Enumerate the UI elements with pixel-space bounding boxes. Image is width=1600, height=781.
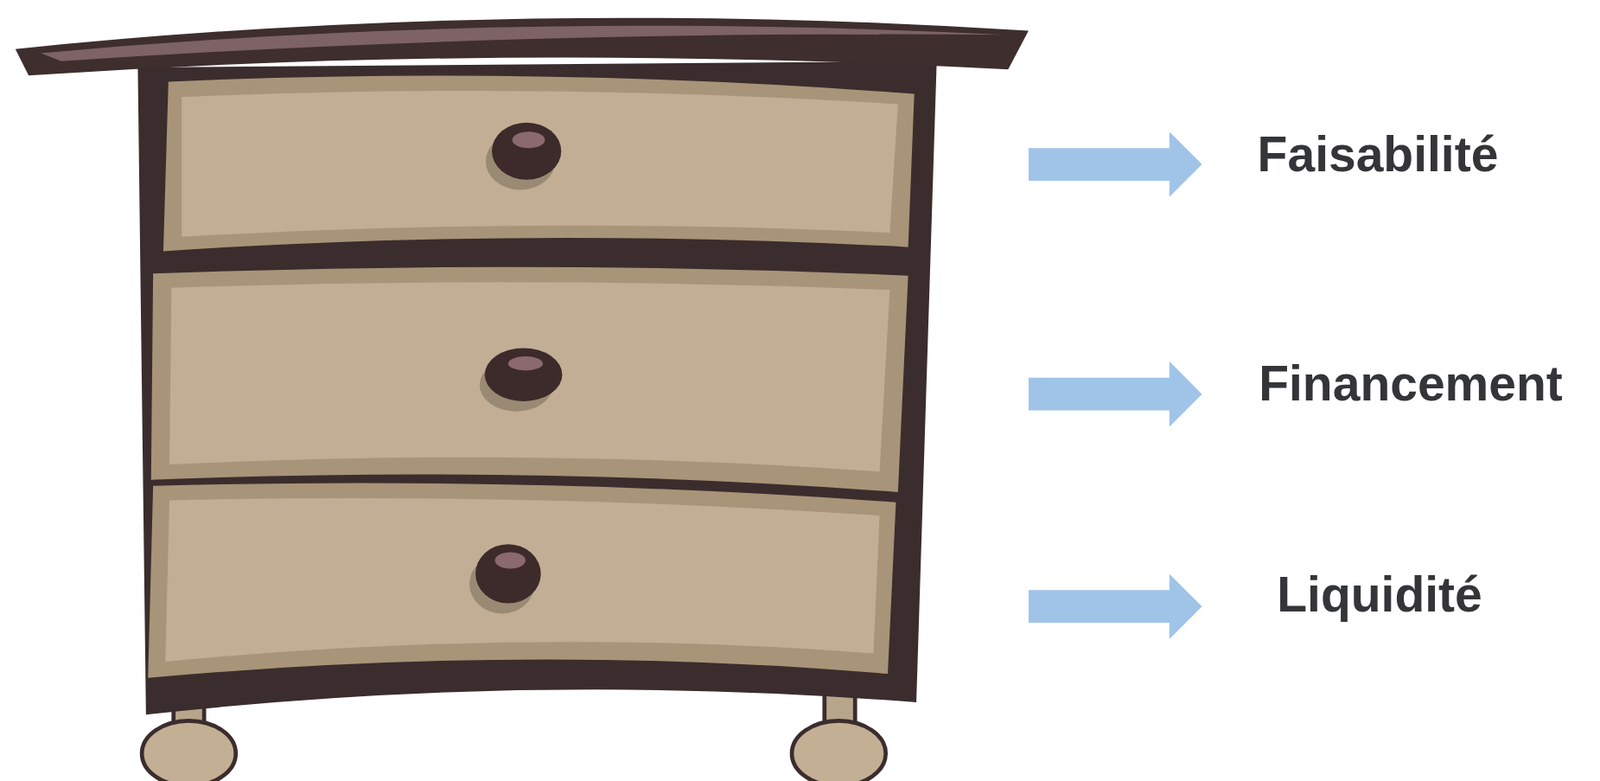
category-label: Financement — [1258, 355, 1563, 413]
pointer-arrows — [1028, 131, 1203, 639]
category-label: Liquidité — [1276, 566, 1482, 624]
drawer-knobs — [469, 122, 562, 614]
drawers — [147, 76, 914, 678]
chest-top — [15, 18, 1029, 77]
chest-body — [137, 61, 937, 714]
category-label: Faisabilité — [1257, 126, 1499, 184]
